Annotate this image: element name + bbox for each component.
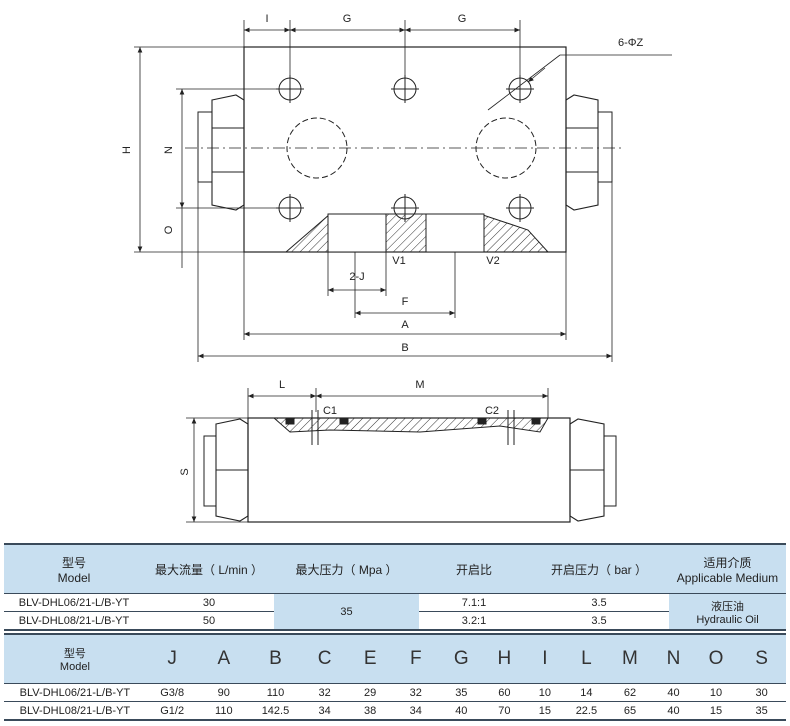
spec-row-model: BLV-DHL08/21-L/B-YT <box>4 611 144 631</box>
dim-cell: 110 <box>249 683 302 702</box>
spec-row-flow: 30 <box>144 593 274 612</box>
dim-cell: 29 <box>347 683 393 702</box>
dim-cell: 34 <box>301 701 348 721</box>
spec-row-model: BLV-DHL06/21-L/B-YT <box>4 593 144 612</box>
dim-col-M: M <box>607 633 653 684</box>
label-G2: G <box>458 13 467 25</box>
dim-cell: 62 <box>607 683 653 702</box>
header-ratio: 开启比 <box>419 543 529 594</box>
dim-cell: 40 <box>652 683 695 702</box>
dim-col-O: O <box>694 633 738 684</box>
spec-row-ratio: 7.1:1 <box>419 593 529 612</box>
label-V2: V2 <box>486 255 499 267</box>
dim-col-A: A <box>198 633 250 684</box>
left-hex-nut <box>197 94 245 211</box>
label-L: L <box>279 379 285 391</box>
technical-drawing: I G G 6-ΦZ H N O 2-J V1 V2 F A B <box>121 13 672 523</box>
header-pressure: 最大压力（ Mpa ） <box>274 543 419 594</box>
dim-cell: 30 <box>737 683 786 702</box>
dim-col-G: G <box>438 633 485 684</box>
dim-cell: 142.5 <box>249 701 302 721</box>
dim-row-model: BLV-DHL08/21-L/B-YT <box>4 701 146 721</box>
dim-cell: 10 <box>524 683 566 702</box>
dim-cell: 22.5 <box>565 701 608 721</box>
spec-medium-en: Hydraulic Oil <box>696 613 759 626</box>
dim-col-H: H <box>484 633 525 684</box>
label-S: S <box>179 468 191 475</box>
label-N: N <box>163 146 175 154</box>
right-hex-nut <box>565 94 613 211</box>
label-G1: G <box>343 13 352 25</box>
dim-cell: 90 <box>198 683 250 702</box>
label-F: F <box>402 296 409 308</box>
dim-cell: 10 <box>694 683 738 702</box>
spec-row-flow: 50 <box>144 611 274 631</box>
dim-cell: 34 <box>392 701 439 721</box>
dim-col-B: B <box>249 633 302 684</box>
dim-cell: 15 <box>524 701 566 721</box>
label-B: B <box>401 342 408 354</box>
dim-col-S: S <box>737 633 786 684</box>
spec-pressure-value: 35 <box>274 593 419 631</box>
dim-cell: 65 <box>607 701 653 721</box>
header-medium-cn: 适用介质 <box>703 555 752 570</box>
dim-cell: G1/2 <box>145 701 199 721</box>
label-C1: C1 <box>323 405 337 417</box>
dim-col-C: C <box>301 633 348 684</box>
dim-cell: 14 <box>565 683 608 702</box>
label-H: H <box>121 146 133 154</box>
spec-medium-cn: 液压油 <box>711 600 744 613</box>
dim-cell: 60 <box>484 683 525 702</box>
spec-row-ratio: 3.2:1 <box>419 611 529 631</box>
dim-col-F: F <box>392 633 439 684</box>
header-model-cn: 型号 <box>61 555 86 570</box>
side-body <box>247 417 571 523</box>
dim-cell: G3/8 <box>145 683 199 702</box>
dim-cell: 15 <box>694 701 738 721</box>
dim-cell: 32 <box>392 683 439 702</box>
side-view <box>203 410 617 523</box>
label-I: I <box>265 13 268 25</box>
label-C2: C2 <box>485 405 499 417</box>
dim-header-model-cn: 型号 <box>63 648 86 660</box>
dim-cell: 32 <box>301 683 348 702</box>
dim-cell: 40 <box>652 701 695 721</box>
label-A: A <box>401 319 409 331</box>
dim-col-N: N <box>652 633 695 684</box>
dim-cell: 70 <box>484 701 525 721</box>
spec-row-open-pressure: 3.5 <box>529 611 669 631</box>
label-hole: 6-ΦZ <box>618 37 644 49</box>
header-model: 型号 Model <box>4 543 144 594</box>
label-M: M <box>415 379 424 391</box>
dim-cell: 40 <box>438 701 485 721</box>
label-V1: V1 <box>392 255 405 267</box>
dim-header-model-en: Model <box>59 661 90 673</box>
header-medium: 适用介质 Applicable Medium <box>669 543 786 594</box>
label-2J: 2-J <box>349 271 364 283</box>
header-model-en: Model <box>57 570 91 585</box>
dim-cell: 35 <box>737 701 786 721</box>
header-open-pressure: 开启压力（ bar ） <box>529 543 669 594</box>
dimension-table: 型号 Model J A B C E F G H I L M N O S BLV… <box>4 633 786 721</box>
dim-col-E: E <box>347 633 393 684</box>
dim-header-model: 型号 Model <box>4 633 146 684</box>
dim-col-L: L <box>565 633 608 684</box>
dim-cell: 110 <box>198 701 250 721</box>
dim-cell: 38 <box>347 701 393 721</box>
header-flow: 最大流量（ L/min ） <box>144 543 274 594</box>
top-view <box>185 46 625 253</box>
dim-col-I: I <box>524 633 566 684</box>
spec-table: 型号 Model 最大流量（ L/min ） 最大压力（ Mpa ） 开启比 开… <box>4 543 786 631</box>
dim-col-J: J <box>145 633 199 684</box>
dim-row-model: BLV-DHL06/21-L/B-YT <box>4 683 146 702</box>
dim-cell: 35 <box>438 683 485 702</box>
spec-medium-value: 液压油 Hydraulic Oil <box>669 593 786 631</box>
spec-row-open-pressure: 3.5 <box>529 593 669 612</box>
header-medium-en: Applicable Medium <box>676 570 779 585</box>
label-O: O <box>163 225 175 234</box>
